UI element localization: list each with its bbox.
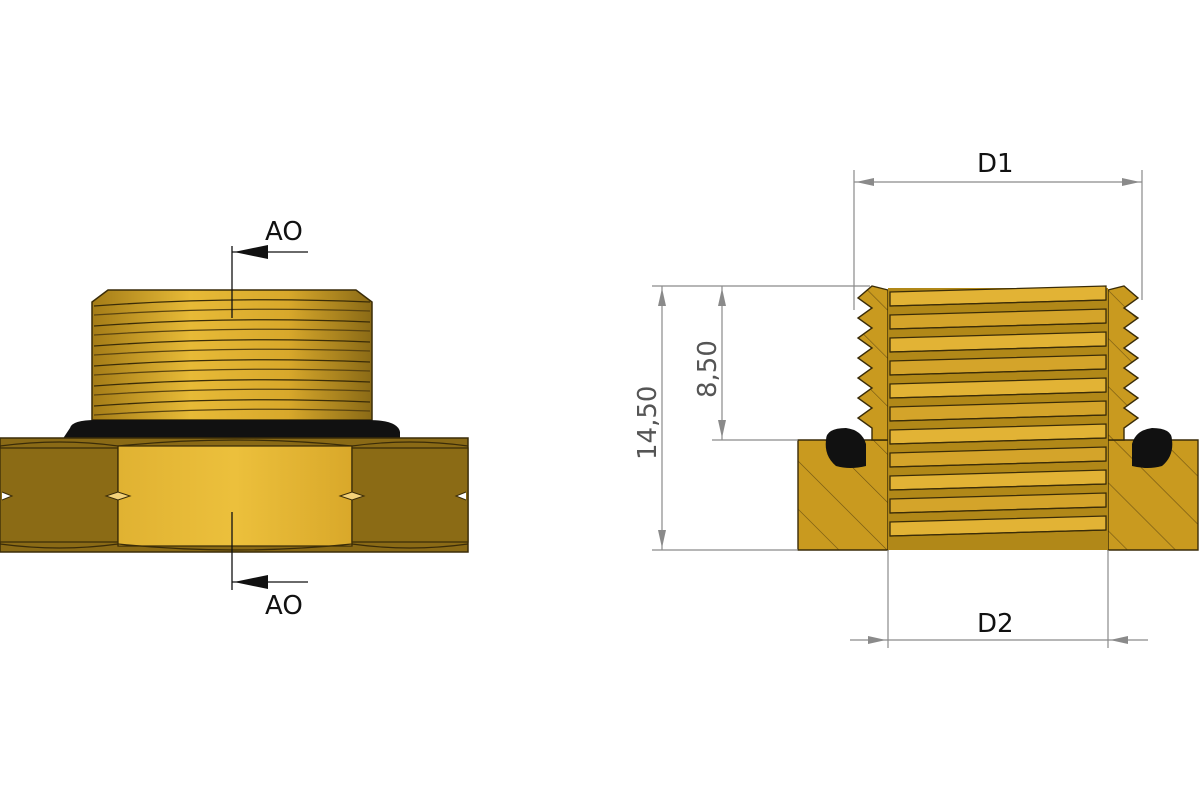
- thread-groove: [93, 328, 371, 336]
- o-ring: [62, 420, 400, 440]
- thread-ridge: [93, 339, 371, 347]
- inner-thread-line: [889, 460, 1107, 468]
- dimension-d2: D2: [977, 609, 1014, 639]
- o-ring-section-left: [825, 428, 866, 468]
- inner-thread-line: [889, 299, 1107, 307]
- inner-thread-line: [889, 414, 1107, 422]
- thread-ridge: [93, 319, 371, 327]
- thread-ridge: [93, 359, 371, 367]
- dimension-arrows: [658, 178, 1140, 644]
- inner-thread-line: [889, 529, 1107, 537]
- o-ring-section-right: [1132, 428, 1173, 468]
- thread-groove: [93, 408, 371, 416]
- inner-thread-line: [889, 483, 1107, 491]
- section-label-bottom: AO: [265, 591, 303, 621]
- inner-thread-line: [889, 345, 1107, 353]
- dimension-thread-height: 8,50: [693, 340, 723, 398]
- inner-thread-line: [889, 322, 1107, 330]
- male-thread: [91, 289, 373, 421]
- thread-ridge: [93, 299, 371, 307]
- dimension-overall-height: 14,50: [633, 386, 663, 460]
- thread-groove: [93, 348, 371, 356]
- inner-thread: [888, 285, 1108, 550]
- section-label-top: AO: [265, 217, 303, 247]
- thread-groove: [93, 368, 371, 376]
- dimension-lines: [652, 170, 1148, 648]
- thread-ridge: [93, 399, 371, 407]
- thread-groove: [93, 388, 371, 396]
- thread-wall-left: [856, 285, 889, 441]
- exterior-view: AO AO: [0, 217, 469, 621]
- dimension-d1: D1: [977, 149, 1014, 179]
- thread-groove: [93, 308, 371, 316]
- thread-wall-right: [1107, 285, 1140, 441]
- section-marker: AO AO: [231, 217, 308, 621]
- inner-thread-line: [889, 506, 1107, 514]
- inner-thread-line: [889, 391, 1107, 399]
- section-view: D1 D2 14,50 8,50: [633, 149, 1199, 648]
- thread-ridge: [93, 379, 371, 387]
- inner-thread-line: [889, 368, 1107, 376]
- hex-nut: [0, 437, 469, 553]
- inner-thread-line: [889, 437, 1107, 445]
